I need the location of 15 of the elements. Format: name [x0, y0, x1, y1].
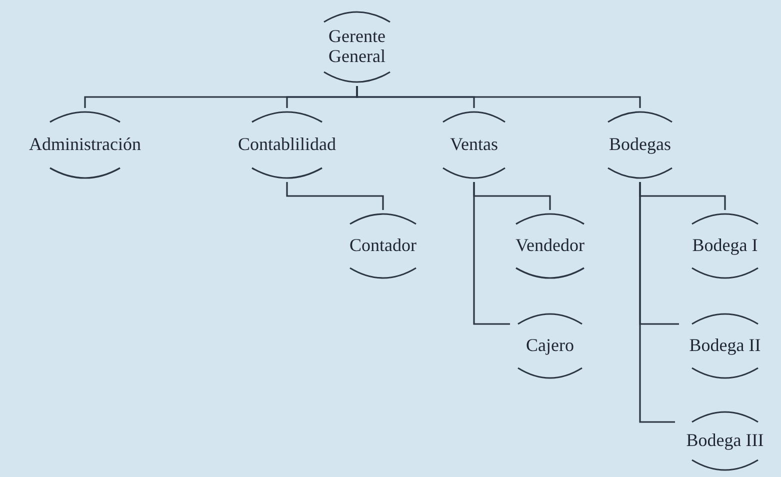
- unit-name: Bodega I: [692, 236, 758, 256]
- unit-name: Bodega III: [686, 431, 764, 451]
- connector-line: [356, 86, 641, 108]
- connector-line: [639, 182, 675, 423]
- unit-name: Gerente General: [328, 27, 386, 67]
- connector-line: [286, 182, 384, 210]
- unit-name: Bodegas: [609, 135, 671, 155]
- unit-name: Administración: [29, 135, 141, 155]
- unit-name: Contador: [350, 236, 416, 256]
- unit-name: Bodega II: [689, 336, 761, 356]
- unit-name: Vendedor: [516, 236, 584, 256]
- connector-line: [473, 182, 510, 325]
- unit-name: Cajero: [526, 336, 574, 356]
- unit-name: Contablilidad: [238, 135, 336, 155]
- unit-name: Ventas: [450, 135, 498, 155]
